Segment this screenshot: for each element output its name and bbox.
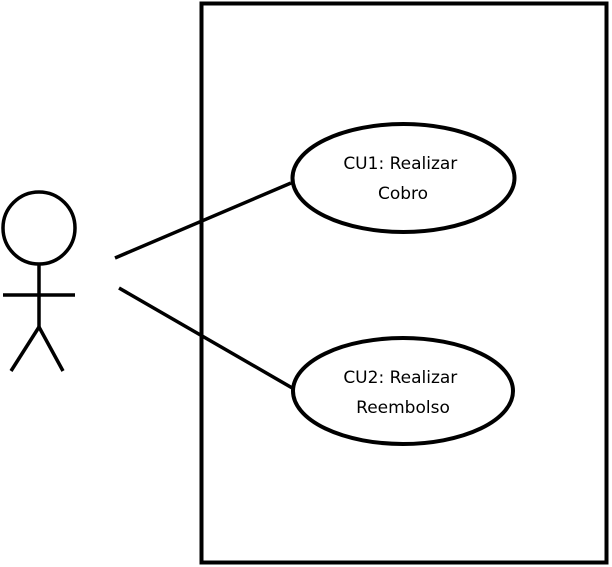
use-case-cu1-line-1: CU1: Realizar [343,154,457,174]
use-case-cu2: CU2: Realizar Reembolso [291,336,515,446]
association-cu2 [118,286,295,391]
actor-left-leg [9,326,41,372]
use-case-cu1-line-2: Cobro [378,184,428,204]
association-cu1 [114,181,292,260]
svg-text:CU1: Realizar Cobro: CU1: Realizar Cobro [343,154,462,204]
use-case-cu1: CU1: Realizar Cobro [290,122,517,234]
use-case-cu1-ellipse [290,122,517,234]
use-case-cu2-line-1: CU2: Realizar [343,368,457,388]
actor-head [1,190,77,266]
use-case-cu2-line-2: Reembolso [356,398,450,418]
system-boundary [199,1,609,565]
use-case-cu2-ellipse [291,336,515,446]
actor-right-leg [37,326,65,372]
svg-text:CU2: Realizar Reembolso: CU2: Realizar Reembolso [343,368,462,418]
actor-figure [1,190,77,372]
